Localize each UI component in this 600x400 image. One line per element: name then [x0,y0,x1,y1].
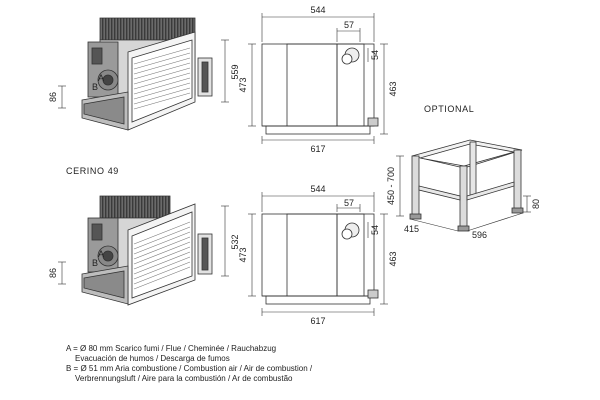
dim-top-front-height-left: 473 [238,77,248,92]
dim-bottom-front-height-left: 473 [238,247,248,262]
legend: A = Ø 80 mm Scarico fumi / Flue / Chemin… [66,344,312,384]
dim-bottom-front-base: 617 [310,316,325,326]
dim-top-front-offset: 57 [344,20,354,30]
optional-stand [409,139,524,232]
dim-top-front-width: 544 [310,5,325,15]
callout-b-bottom: B [92,258,98,268]
dim-bottom-front-small: 54 [370,225,380,235]
dim-top-front-small: 54 [370,50,380,60]
bottom-isometric-view [81,195,213,306]
callout-a-top: A [98,73,104,83]
legend-line-2: Evacuación de humos / Descarga de fumos [75,354,230,363]
legend-line-3: B = Ø 51 mm Aria combustione / Combustio… [66,364,313,373]
top-isometric-view [81,17,213,131]
dim-bottom-front-offset: 57 [344,198,354,208]
dim-bottom-front-width: 544 [310,184,325,194]
legend-line-1: A = Ø 80 mm Scarico fumi / Flue / Chemin… [66,344,277,353]
dim-stand-foot: 80 [531,199,541,209]
dim-bottom-front-height-right: 463 [388,251,398,266]
dim-stand-width: 596 [472,230,487,240]
dim-stand-height: 450 - 700 [386,167,396,205]
legend-line-4: Verbrennungsluft / Aire para la combusti… [75,374,293,383]
dim-top-iso-height: 559 [230,64,240,79]
dim-top-front-base: 617 [310,144,325,154]
dim-top-iso-low: 86 [48,92,58,102]
dim-top-front-height-right: 463 [388,81,398,96]
callout-a-bottom: A [98,249,104,259]
optional-label: OPTIONAL [424,104,474,114]
dim-bottom-iso-low: 86 [48,268,58,278]
top-front-view [261,43,379,135]
bottom-front-view [261,213,379,305]
model-label: CERINO 49 [66,166,119,176]
dim-bottom-iso-height: 532 [230,234,240,249]
callout-b-top: B [92,82,98,92]
dim-stand-depth: 415 [404,224,419,234]
